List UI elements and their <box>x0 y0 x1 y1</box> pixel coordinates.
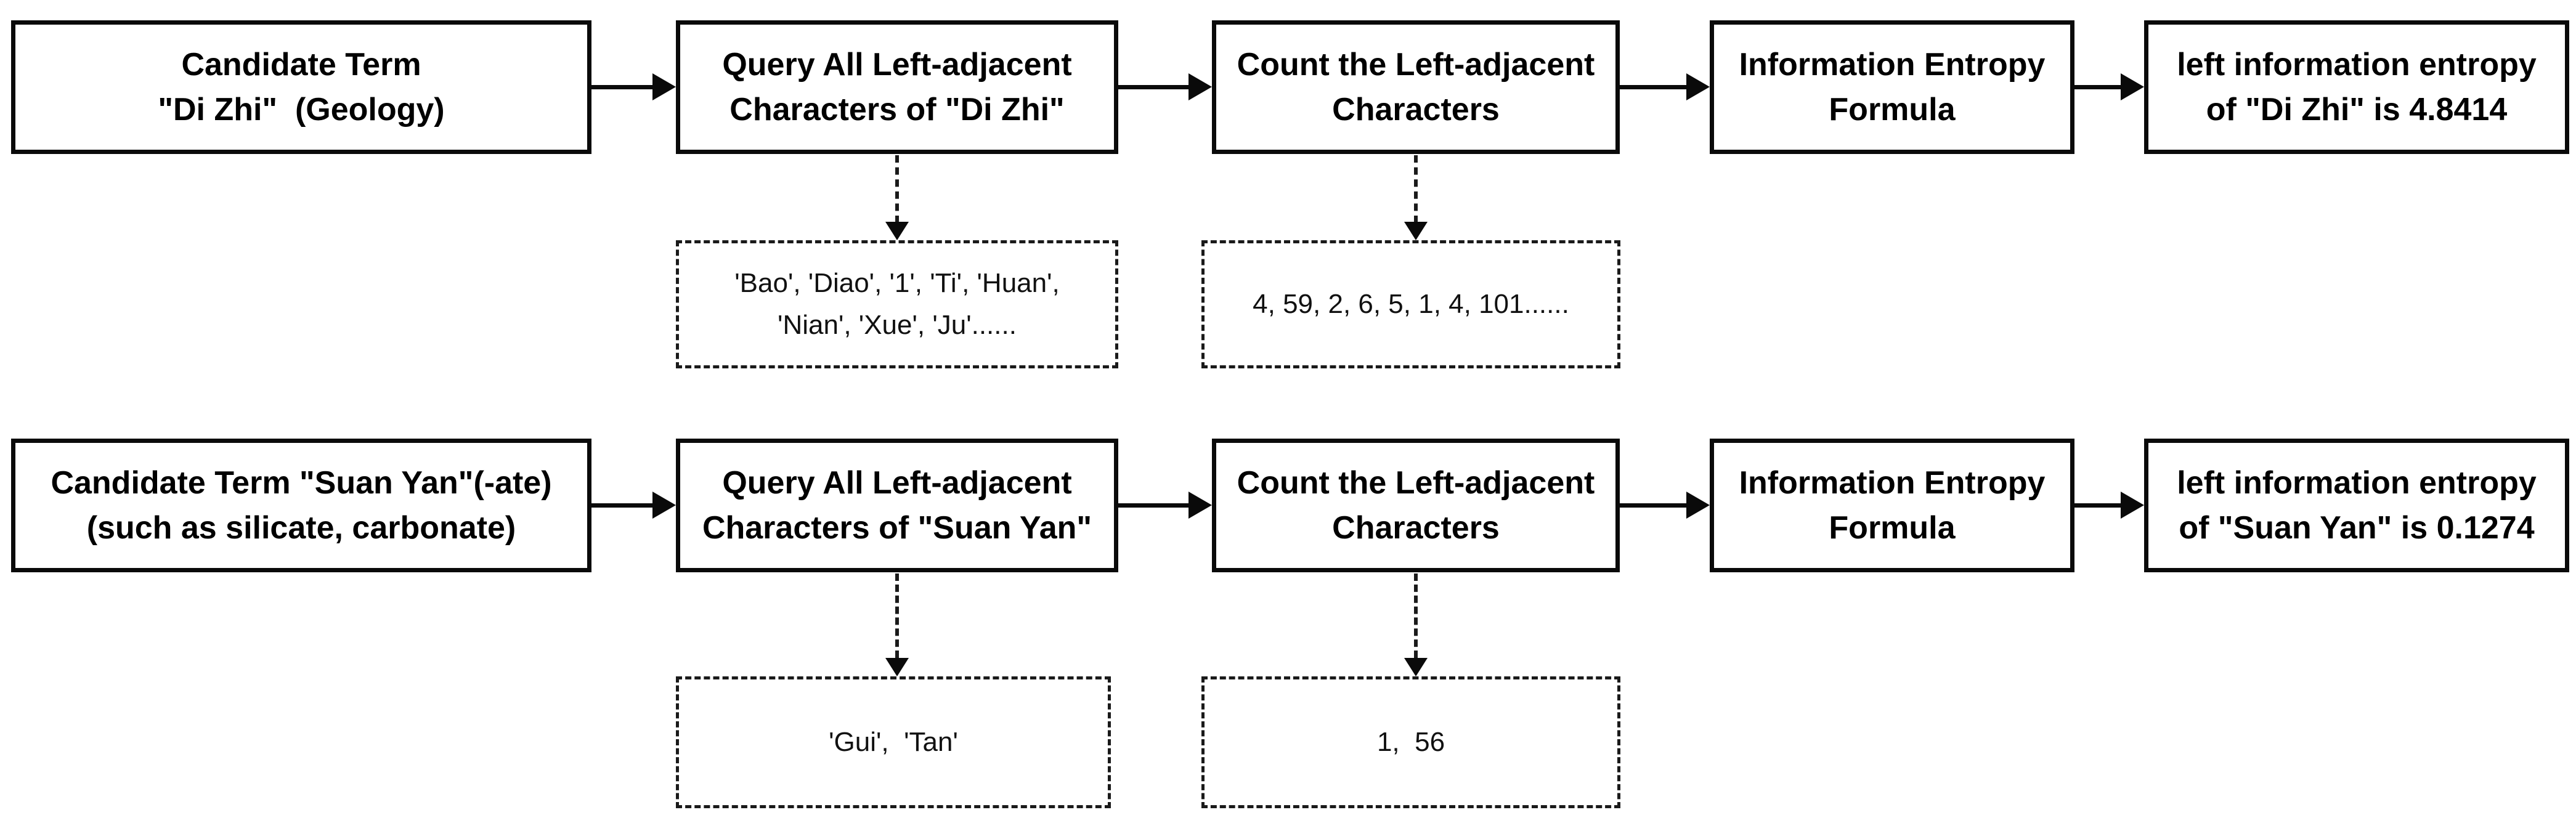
arrow-right-head-icon <box>2121 73 2144 100</box>
box-text-line: (such as silicate, carbonate) <box>86 509 516 546</box>
row1-box-candidate-term: Candidate Term "Di Zhi" (Geology) <box>11 20 591 154</box>
box-text-line: Information Entropy <box>1739 46 2046 83</box>
row2-box-count-left-adjacent: Count the Left-adjacent Characters <box>1212 439 1620 572</box>
callout-text-line: 'Nian', 'Xue', 'Ju'...... <box>778 310 1017 340</box>
arrow-down-head-icon <box>885 658 909 676</box>
arrow-down-dashed-icon <box>1414 574 1418 658</box>
arrow-down-dashed-icon <box>1414 155 1418 223</box>
box-text-line: of "Suan Yan" is 0.1274 <box>2179 509 2535 546</box>
arrow-right-head-icon <box>1188 73 1212 100</box>
arrow-right-head-icon <box>1686 73 1710 100</box>
arrow-right-icon <box>2073 85 2122 89</box>
arrow-right-icon <box>1619 503 1688 508</box>
row2-box-candidate-term: Candidate Term "Suan Yan"(-ate) (such as… <box>11 439 591 572</box>
box-text-line: Formula <box>1829 91 1956 128</box>
arrow-right-icon <box>2073 503 2122 508</box>
arrow-right-icon <box>590 503 654 508</box>
arrow-down-head-icon <box>1404 658 1428 676</box>
box-text-line: Count the Left-adjacent <box>1237 464 1595 501</box>
arrow-right-head-icon <box>1686 492 1710 519</box>
callout-text-line: 1, 56 <box>1376 726 1445 757</box>
arrow-down-dashed-icon <box>895 155 899 223</box>
box-text-line: Query All Left-adjacent <box>722 464 1072 501</box>
row1-callout-left-characters: 'Bao', 'Diao', '1', 'Ti', 'Huan', 'Nian'… <box>676 240 1118 368</box>
arrow-right-icon <box>1117 503 1190 508</box>
box-text-line: Formula <box>1829 509 1956 546</box>
box-text-line: Candidate Term "Suan Yan"(-ate) <box>51 464 552 501</box>
box-text-line: Characters of "Suan Yan" <box>702 509 1092 546</box>
arrow-right-head-icon <box>2121 492 2144 519</box>
box-text-line: of "Di Zhi" is 4.8414 <box>2206 91 2508 128</box>
callout-text-line: 4, 59, 2, 6, 5, 1, 4, 101...... <box>1253 288 1569 319</box>
arrow-right-head-icon <box>652 73 676 100</box>
row2-box-query-left-adjacent: Query All Left-adjacent Characters of "S… <box>676 439 1118 572</box>
box-text-line: Characters <box>1332 91 1500 128</box>
row2-box-entropy-result: left information entropy of "Suan Yan" i… <box>2144 439 2569 572</box>
row1-box-query-left-adjacent: Query All Left-adjacent Characters of "D… <box>676 20 1118 154</box>
row2-callout-left-characters: 'Gui', 'Tan' <box>676 676 1111 808</box>
arrow-right-icon <box>590 85 654 89</box>
arrow-right-head-icon <box>1188 492 1212 519</box>
box-text-line: "Di Zhi" (Geology) <box>158 91 445 128</box>
box-text-line: Characters <box>1332 509 1500 546</box>
box-text-line: left information entropy <box>2177 46 2537 83</box>
box-text-line: Query All Left-adjacent <box>722 46 1072 83</box>
row1-callout-character-counts: 4, 59, 2, 6, 5, 1, 4, 101...... <box>1201 240 1620 368</box>
box-text-line: Information Entropy <box>1739 464 2046 501</box>
callout-text-line: 'Gui', 'Tan' <box>829 726 958 757</box>
arrow-right-head-icon <box>652 492 676 519</box>
box-text-line: left information entropy <box>2177 464 2537 501</box>
row1-box-count-left-adjacent: Count the Left-adjacent Characters <box>1212 20 1620 154</box>
row2-callout-character-counts: 1, 56 <box>1201 676 1620 808</box>
row1-box-entropy-result: left information entropy of "Di Zhi" is … <box>2144 20 2569 154</box>
row1-box-entropy-formula: Information Entropy Formula <box>1710 20 2074 154</box>
callout-text-line: 'Bao', 'Diao', '1', 'Ti', 'Huan', <box>734 267 1060 298</box>
arrow-down-dashed-icon <box>895 574 899 658</box>
arrow-right-icon <box>1117 85 1190 89</box>
box-text-line: Characters of "Di Zhi" <box>729 91 1065 128</box>
row2-box-entropy-formula: Information Entropy Formula <box>1710 439 2074 572</box>
arrow-down-head-icon <box>885 222 909 240</box>
box-text-line: Candidate Term <box>181 46 421 83</box>
box-text-line: Count the Left-adjacent <box>1237 46 1595 83</box>
arrow-down-head-icon <box>1404 222 1428 240</box>
arrow-right-icon <box>1619 85 1688 89</box>
